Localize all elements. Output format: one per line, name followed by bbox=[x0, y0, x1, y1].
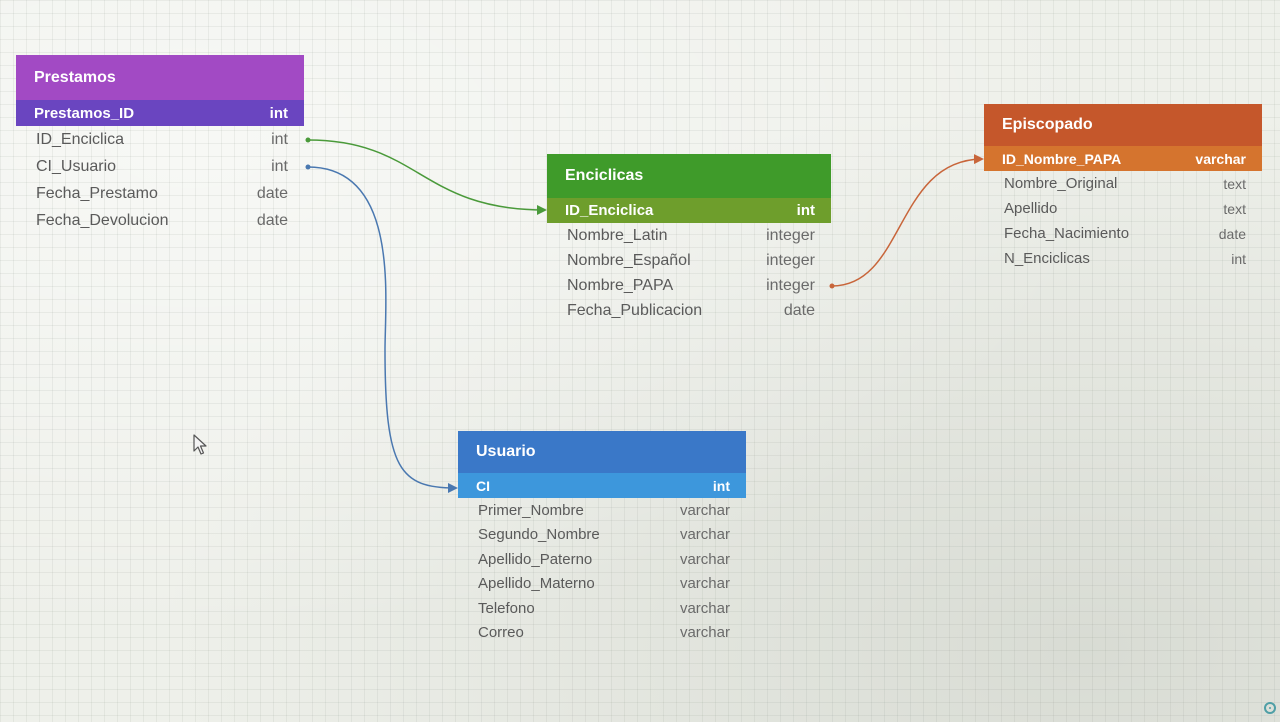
column-row[interactable]: Nombre_Español integer bbox=[547, 248, 831, 273]
column-type: int bbox=[796, 202, 815, 219]
primary-key-row[interactable]: Prestamos_ID int bbox=[16, 100, 304, 126]
column-name: N_Enciclicas bbox=[1004, 250, 1090, 267]
column-type: int bbox=[712, 477, 730, 494]
column-row[interactable]: N_Enciclicas int bbox=[984, 246, 1262, 271]
column-name: Correo bbox=[478, 624, 524, 642]
column-type: date bbox=[256, 184, 288, 202]
link-start-dot bbox=[305, 137, 311, 143]
column-row[interactable]: Nombre_Original text bbox=[984, 171, 1262, 196]
column-type: varchar bbox=[1195, 150, 1246, 167]
column-type: int bbox=[271, 130, 288, 148]
column-name: Nombre_PAPA bbox=[567, 276, 674, 294]
column-name: CI bbox=[476, 477, 490, 494]
column-name: Fecha_Nacimiento bbox=[1004, 225, 1130, 242]
column-type: date bbox=[1218, 225, 1246, 242]
column-name: Nombre_Latin bbox=[567, 226, 668, 244]
column-type: varchar bbox=[679, 624, 730, 642]
link-prestamos-usuario bbox=[307, 166, 458, 493]
column-row[interactable]: Telefono varchar bbox=[458, 596, 746, 621]
column-name: Apellido_Paterno bbox=[478, 550, 593, 568]
column-name: Telefono bbox=[478, 599, 535, 617]
column-row[interactable]: Apellido text bbox=[984, 196, 1262, 221]
table-episcopado[interactable]: Episcopado ID_Nombre_PAPA varchar Nombre… bbox=[984, 104, 1262, 271]
table-usuario[interactable]: Usuario CI int Primer_Nombre varchar Seg… bbox=[458, 431, 746, 645]
column-type: varchar bbox=[679, 550, 730, 568]
column-name: Apellido bbox=[1004, 200, 1058, 217]
column-type: int bbox=[271, 157, 288, 175]
table-header[interactable]: Usuario bbox=[458, 431, 746, 473]
link-start-dot bbox=[305, 164, 311, 170]
column-name: Segundo_Nombre bbox=[478, 526, 600, 544]
target-ring-icon[interactable] bbox=[1264, 702, 1276, 714]
column-row[interactable]: Nombre_PAPA integer bbox=[547, 273, 831, 298]
column-row[interactable]: Fecha_Publicacion date bbox=[547, 298, 831, 323]
column-type: text bbox=[1223, 200, 1246, 217]
column-name: Primer_Nombre bbox=[478, 501, 584, 519]
table-header[interactable]: Episcopado bbox=[984, 104, 1262, 146]
table-title: Episcopado bbox=[1002, 116, 1093, 133]
column-name: Apellido_Materno bbox=[478, 575, 595, 593]
column-type: varchar bbox=[679, 526, 730, 544]
table-title: Usuario bbox=[476, 443, 536, 460]
column-type: date bbox=[783, 301, 815, 319]
column-name: Nombre_Español bbox=[567, 251, 691, 269]
column-name: Fecha_Prestamo bbox=[36, 184, 158, 202]
column-name: ID_Enciclica bbox=[565, 202, 654, 219]
table-title: Enciclicas bbox=[565, 167, 644, 184]
column-row[interactable]: Fecha_Nacimiento date bbox=[984, 221, 1262, 246]
column-row[interactable]: Segundo_Nombre varchar bbox=[458, 523, 746, 548]
primary-key-row[interactable]: ID_Nombre_PAPA varchar bbox=[984, 146, 1262, 171]
column-row[interactable]: Apellido_Materno varchar bbox=[458, 572, 746, 597]
column-type: date bbox=[256, 211, 288, 229]
column-name: Prestamos_ID bbox=[34, 104, 135, 122]
column-name: ID_Enciclica bbox=[36, 130, 125, 148]
column-row[interactable]: Fecha_Prestamo date bbox=[16, 180, 304, 207]
column-type: varchar bbox=[679, 575, 730, 593]
column-row[interactable]: ID_Enciclica int bbox=[16, 126, 304, 153]
column-row[interactable]: Correo varchar bbox=[458, 621, 746, 646]
table-enciclicas[interactable]: Enciclicas ID_Enciclica int Nombre_Latin… bbox=[547, 154, 831, 323]
column-name: Nombre_Original bbox=[1004, 175, 1118, 192]
column-row[interactable]: Fecha_Devolucion date bbox=[16, 207, 304, 234]
column-type: varchar bbox=[679, 599, 730, 617]
column-name: CI_Usuario bbox=[36, 157, 117, 175]
column-type: integer bbox=[766, 276, 815, 294]
mouse-pointer-icon bbox=[193, 434, 207, 455]
column-type: varchar bbox=[679, 501, 730, 519]
primary-key-row[interactable]: ID_Enciclica int bbox=[547, 198, 831, 223]
column-name: Fecha_Publicacion bbox=[567, 301, 703, 319]
column-type: integer bbox=[766, 226, 815, 244]
table-title: Prestamos bbox=[34, 68, 116, 86]
column-name: Fecha_Devolucion bbox=[36, 211, 169, 229]
column-name: ID_Nombre_PAPA bbox=[1002, 150, 1122, 167]
column-type: int bbox=[1231, 250, 1246, 267]
link-enciclicas-episcopado bbox=[831, 154, 984, 287]
column-type: int bbox=[269, 104, 288, 122]
column-row[interactable]: CI_Usuario int bbox=[16, 153, 304, 180]
column-type: text bbox=[1223, 175, 1246, 192]
column-row[interactable]: Nombre_Latin integer bbox=[547, 223, 831, 248]
column-type: integer bbox=[766, 251, 815, 269]
primary-key-row[interactable]: CI int bbox=[458, 473, 746, 498]
column-row[interactable]: Primer_Nombre varchar bbox=[458, 498, 746, 523]
column-row[interactable]: Apellido_Paterno varchar bbox=[458, 547, 746, 572]
table-header[interactable]: Prestamos bbox=[16, 55, 304, 100]
link-prestamos-enciclicas bbox=[307, 139, 547, 215]
table-header[interactable]: Enciclicas bbox=[547, 154, 831, 198]
table-prestamos[interactable]: Prestamos Prestamos_ID int ID_Enciclica … bbox=[16, 55, 304, 234]
